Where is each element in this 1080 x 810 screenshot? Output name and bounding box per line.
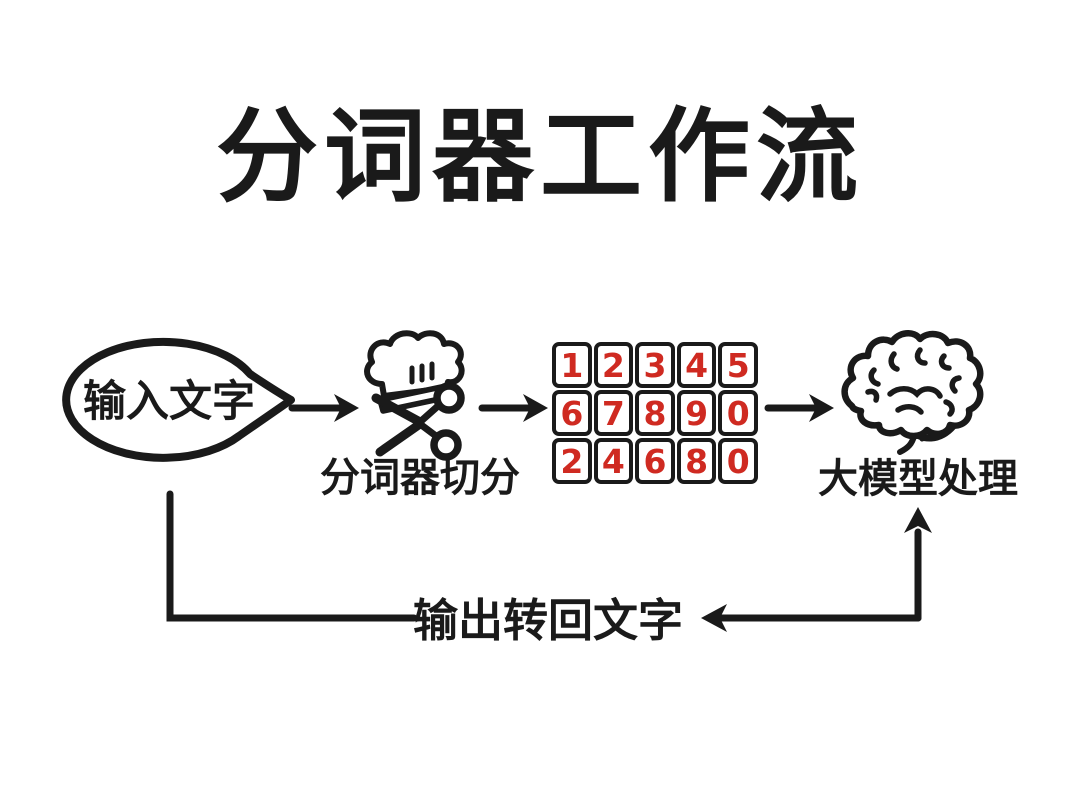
- token-cell: 8: [676, 438, 717, 484]
- loop-arrow-to-output-label: [701, 604, 922, 632]
- token-cell: 2: [593, 342, 634, 388]
- token-cell: 5: [718, 342, 758, 388]
- token-cell: 3: [635, 342, 675, 388]
- input-text-label: 输入文字: [83, 377, 255, 427]
- brain-icon: [841, 330, 984, 455]
- arrow-input-to-tokenizer: [288, 394, 359, 422]
- token-cell: 6: [635, 438, 675, 484]
- model-step-label: 大模型处理: [818, 456, 1018, 502]
- loop-arrow-to-model: [904, 507, 932, 622]
- tokenizer-step-label: 分词器切分: [320, 455, 520, 501]
- token-cell: 2: [552, 438, 592, 484]
- token-cell: 4: [676, 342, 717, 388]
- token-cell: 9: [676, 390, 717, 436]
- arrow-tokenizer-to-grid: [478, 394, 548, 422]
- token-cell: 7: [593, 390, 634, 436]
- arrow-grid-to-model: [764, 394, 834, 422]
- token-cell: 4: [593, 438, 634, 484]
- loop-line-from-input: [166, 490, 418, 622]
- speech-bubble-icon: [62, 337, 295, 462]
- page-title: 分词器工作流: [216, 98, 864, 217]
- output-text-label: 输出转回文字: [412, 594, 683, 647]
- token-cell: 0: [718, 390, 758, 436]
- token-cell: 8: [635, 390, 675, 436]
- token-cell: 6: [552, 390, 592, 436]
- token-cell: 0: [718, 438, 758, 484]
- token-cell: 1: [552, 342, 592, 388]
- chef-hat-scissors-icon: [364, 330, 465, 461]
